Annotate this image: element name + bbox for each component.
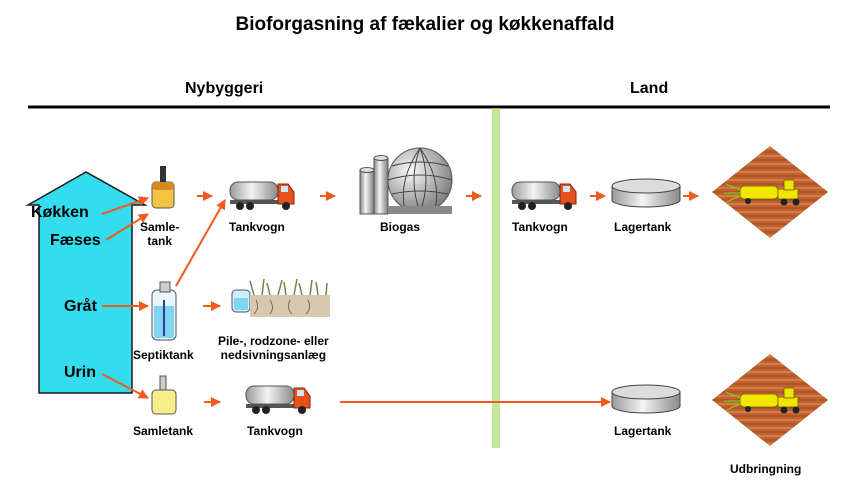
- reed-bed-icon: [231, 278, 330, 317]
- tractor-field-icon: [711, 145, 829, 239]
- tanker-truck-bottom-icon: [245, 385, 311, 415]
- label-collection-tank: Samle- tank: [140, 220, 180, 248]
- label-greywater: Gråt: [64, 298, 97, 315]
- tractor-field-bottom-icon: [711, 353, 829, 447]
- label-spreading: Udbringning: [730, 462, 802, 476]
- section-nybyggeri: Nybyggeri: [185, 80, 264, 97]
- label-biogas: Biogas: [380, 220, 421, 234]
- label-urine: Urin: [64, 364, 96, 381]
- label-feces: Fæses: [50, 232, 101, 249]
- label-collection-tank-bottom: Samletank: [133, 424, 194, 438]
- page-title: Bioforgasning af fækalier og køkkenaffal…: [235, 14, 615, 35]
- label-infiltration: Pile-, rodzone- eller nedsivningsanlæg: [218, 334, 329, 362]
- section-land: Land: [630, 80, 669, 97]
- collection-tank-icon: [151, 166, 175, 209]
- house-arrow-icon: [25, 171, 148, 394]
- label-septic-tank: Septiktank: [133, 348, 194, 362]
- collection-tank-bottom-icon: [151, 375, 177, 415]
- label-tanker-bottom: Tankvogn: [247, 424, 303, 438]
- tanker-truck-icon: [229, 181, 295, 211]
- storage-tank-bottom-icon: [611, 384, 681, 414]
- divider-line: [492, 108, 500, 448]
- tanker-truck-land-icon: [511, 181, 577, 211]
- label-kitchen: Køkken: [31, 204, 89, 221]
- label-tanker-land: Tankvogn: [512, 220, 568, 234]
- label-tanker-top: Tankvogn: [229, 220, 285, 234]
- biogas-plant-icon: [359, 147, 453, 215]
- label-storage-tank-top: Lagertank: [614, 220, 672, 234]
- septic-tank-icon: [151, 281, 177, 341]
- storage-tank-icon: [611, 178, 681, 208]
- flow-arrows: [101, 191, 699, 407]
- label-storage-tank-bottom: Lagertank: [614, 424, 672, 438]
